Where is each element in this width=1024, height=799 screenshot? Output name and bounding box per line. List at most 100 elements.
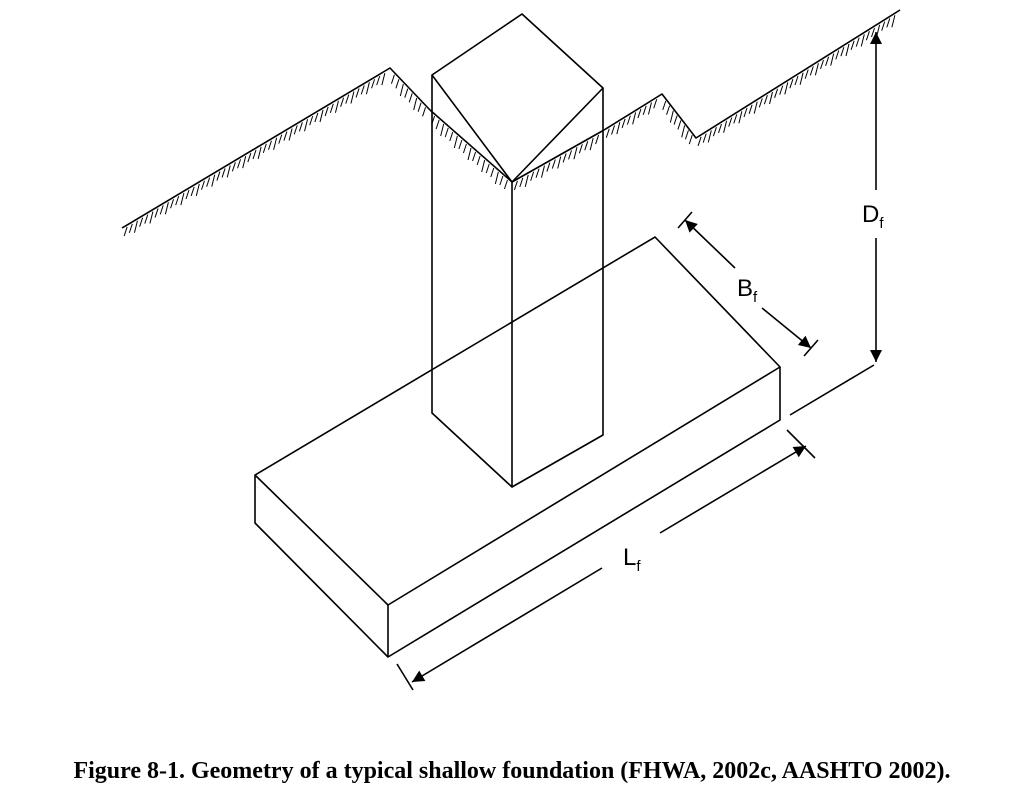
- soil-hatch-mark: [499, 175, 504, 186]
- soil-hatch-mark: [503, 179, 508, 190]
- soil-hatch-mark: [164, 202, 169, 215]
- soil-hatch-mark: [825, 56, 830, 66]
- soil-hatch-mark: [458, 139, 463, 150]
- soil-hatch-mark: [728, 117, 733, 127]
- soil-hatch-mark: [195, 183, 200, 196]
- soil-hatch-mark: [621, 118, 626, 129]
- soil-hatch-mark: [435, 119, 440, 130]
- soil-hatch-mark: [490, 167, 495, 178]
- soil-hatch-mark: [395, 79, 400, 89]
- soil-hatch-mark: [568, 150, 573, 160]
- soil-hatch-mark: [697, 136, 702, 146]
- soil-hatch-mark: [381, 72, 386, 86]
- soil-hatch-mark: [830, 53, 835, 66]
- soil-hatch-mark: [835, 50, 840, 60]
- soil-hatch-mark: [237, 159, 242, 169]
- soil-hatch-mark: [707, 130, 712, 143]
- soil-hatch-mark: [789, 79, 794, 89]
- soil-hatch-mark: [399, 83, 404, 97]
- soil-hatch-mark: [283, 131, 288, 141]
- soil-hatch-mark: [304, 119, 309, 132]
- soil-hatch-mark: [769, 91, 773, 105]
- soil-hatch-mark: [794, 75, 799, 86]
- soil-hatch-mark: [221, 168, 226, 178]
- soil-hatch-mark: [804, 69, 809, 79]
- soil-hatch-mark: [891, 15, 896, 28]
- soil-hatch-mark: [123, 226, 128, 237]
- width-label: Bf: [737, 275, 758, 306]
- soil-hatch-mark: [485, 163, 490, 174]
- soil-hatch-mark: [133, 220, 138, 233]
- soil-hatch-mark: [573, 147, 578, 160]
- soil-hatch-mark: [578, 144, 583, 154]
- length-dimension: Lf: [396, 429, 816, 691]
- soil-hatch-mark: [371, 79, 376, 89]
- soil-hatch-mark: [669, 110, 674, 123]
- soil-hatch-mark: [684, 130, 689, 140]
- soil-hatch-mark: [350, 91, 355, 104]
- soil-hatch-mark: [444, 127, 449, 138]
- soil-hatch-mark: [494, 171, 499, 185]
- soil-hatch-mark: [784, 82, 789, 95]
- soil-hatch-mark: [551, 159, 556, 169]
- soil-hatch-mark: [226, 165, 231, 178]
- soil-hatch-mark: [365, 82, 370, 95]
- soil-hatch-mark: [324, 106, 329, 117]
- soil-hatch-mark: [666, 105, 671, 115]
- soil-hatch-mark: [876, 24, 881, 37]
- soil-hatch-mark: [170, 199, 175, 209]
- soil-hatch-mark: [738, 111, 743, 124]
- column: [431, 13, 604, 488]
- depth-dimension: Df: [789, 32, 884, 416]
- soil-hatch-mark: [252, 149, 257, 160]
- soil-hatch-mark: [589, 137, 594, 151]
- soil-hatch-mark: [417, 102, 422, 112]
- soil-hatch-mark: [267, 140, 272, 150]
- depth-label: Df: [862, 201, 884, 232]
- soil-hatch-mark: [546, 162, 551, 172]
- soil-hatch-mark: [845, 43, 850, 57]
- soil-hatch-mark: [149, 211, 154, 224]
- soil-hatch-mark: [673, 115, 678, 125]
- soil-hatch-mark: [467, 147, 472, 161]
- soil-hatch-mark: [190, 186, 195, 197]
- soil-hatch-mark: [681, 125, 686, 138]
- soil-hatch-mark: [453, 135, 458, 149]
- soil-hatch-mark: [262, 143, 267, 154]
- soil-hatch-mark: [481, 159, 486, 173]
- soil-hatch-mark: [637, 108, 642, 119]
- width-dimension: Bf: [677, 211, 819, 357]
- soil-hatch-mark: [753, 101, 758, 114]
- soil-hatch-mark: [476, 155, 481, 166]
- soil-hatch-mark: [712, 127, 717, 137]
- soil-hatch-mark: [540, 165, 545, 178]
- soil-hatch-mark: [185, 189, 190, 200]
- soil-hatch-mark: [611, 125, 616, 135]
- soil-hatch-mark: [159, 205, 164, 215]
- soil-hatch-mark: [871, 27, 875, 38]
- soil-hatch-mark: [814, 63, 819, 76]
- soil-hatch-mark: [535, 168, 540, 178]
- soil-hatch-mark: [855, 37, 860, 47]
- soil-hatch-mark: [360, 85, 365, 95]
- soil-hatch-mark: [626, 115, 631, 125]
- soil-hatch-mark: [519, 177, 524, 188]
- soil-hatch-mark: [206, 177, 211, 187]
- soil-hatch-mark: [723, 120, 728, 133]
- soil-hatch-mark: [154, 208, 159, 218]
- soil-hatch-mark: [530, 171, 535, 181]
- soil-hatch-mark: [462, 143, 467, 154]
- soil-hatch-mark: [642, 105, 647, 115]
- soil-hatch-mark: [273, 137, 278, 150]
- soil-hatch-mark: [799, 72, 804, 85]
- soil-hatch-mark: [440, 123, 445, 137]
- soil-hatch-mark: [688, 134, 693, 145]
- soil-hatch-mark: [390, 74, 395, 84]
- soil-hatch-mark: [413, 97, 418, 111]
- soil-hatch-mark: [865, 31, 870, 41]
- soil-hatch-mark: [175, 195, 180, 206]
- soil-hatch-mark: [449, 131, 454, 142]
- soil-hatch-mark: [288, 128, 293, 141]
- soil-hatch-mark: [257, 146, 262, 160]
